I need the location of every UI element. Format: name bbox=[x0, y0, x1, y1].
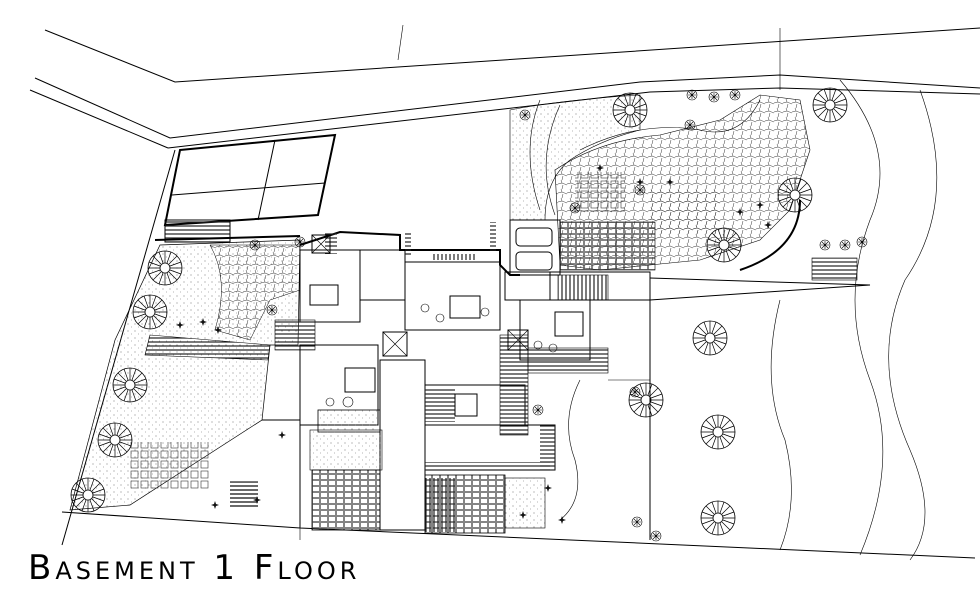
north-garden bbox=[509, 87, 868, 271]
east-lawn bbox=[519, 79, 938, 561]
house-plan bbox=[274, 219, 651, 534]
property-lines bbox=[29, 24, 980, 559]
south-stair bbox=[230, 419, 301, 528]
drawing-title: Basement 1 Floor bbox=[28, 548, 361, 588]
terrace-grid bbox=[154, 133, 337, 243]
west-garden bbox=[69, 236, 306, 513]
